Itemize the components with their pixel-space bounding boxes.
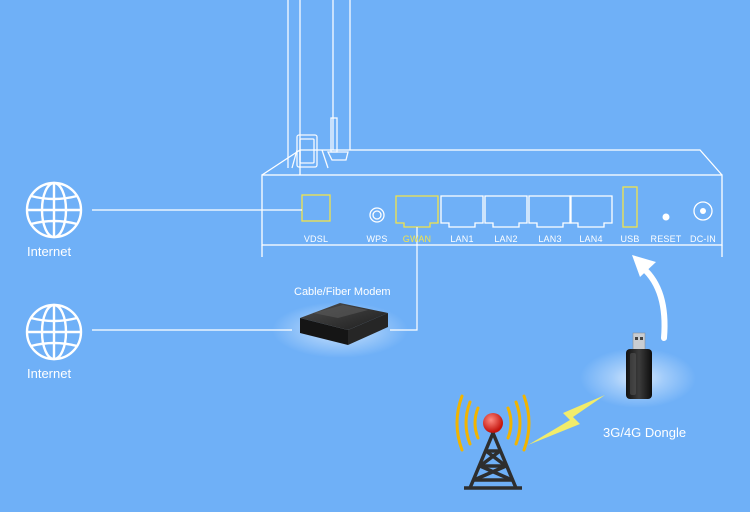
port-label-usb: USB	[620, 234, 640, 244]
port-label-reset: RESET	[650, 234, 682, 244]
lan1-port[interactable]	[440, 195, 484, 228]
lightning-bolt-icon	[528, 395, 605, 445]
dongle-icon	[580, 332, 696, 408]
dongle-usb-arrow	[632, 255, 668, 341]
port-label-lan3: LAN3	[538, 234, 562, 244]
port-label-lan1: LAN1	[450, 234, 474, 244]
globe-icon	[25, 303, 83, 361]
wps-button[interactable]	[369, 207, 385, 223]
globe-icon	[25, 181, 83, 239]
router-ports	[301, 186, 713, 228]
gwan-port[interactable]	[395, 195, 439, 228]
port-label-gwan: GWAN	[402, 234, 432, 244]
router-antennas	[287, 0, 351, 169]
lan4-port[interactable]	[569, 195, 613, 228]
port-label-wps: WPS	[366, 234, 388, 244]
port-label-lan2: LAN2	[494, 234, 518, 244]
usb-port[interactable]	[622, 186, 638, 228]
cell-tower-icon	[455, 394, 531, 490]
port-label-lan4: LAN4	[579, 234, 603, 244]
internet-label-bottom: Internet	[27, 366, 72, 381]
vdsl-port[interactable]	[301, 194, 331, 222]
modem-label: Cable/Fiber Modem	[294, 286, 391, 298]
dongle-label: 3G/4G Dongle	[603, 425, 687, 440]
modem-icon	[272, 302, 408, 358]
reset-button[interactable]	[662, 213, 670, 221]
lan3-port[interactable]	[528, 195, 572, 228]
internet-label-top: Internet	[27, 244, 72, 259]
lan2-port[interactable]	[484, 195, 528, 228]
port-label-vdsl: VDSL	[303, 234, 329, 244]
dc-in-port[interactable]	[693, 201, 713, 221]
port-label-dcin: DC-IN	[690, 234, 716, 244]
